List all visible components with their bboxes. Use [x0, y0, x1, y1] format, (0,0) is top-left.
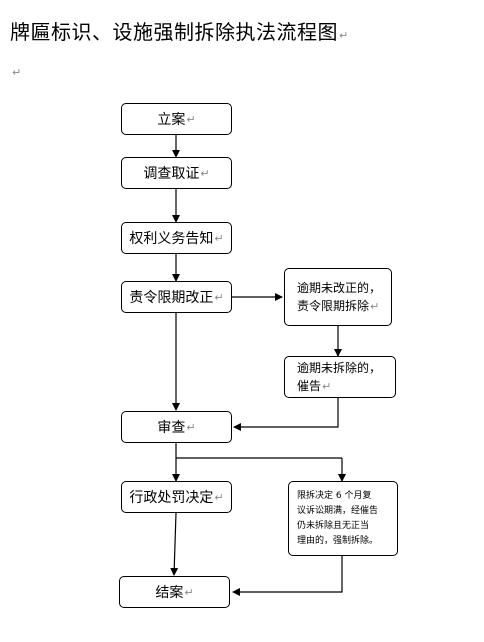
- node-rights-notice: 权利义务告知↵: [121, 222, 232, 254]
- paragraph-mark: ↵: [12, 66, 22, 79]
- arrow-penalty-to-close: [170, 512, 179, 576]
- arrow-undemolished-to-review: [233, 398, 339, 431]
- node-close-case: 结案↵: [119, 576, 230, 608]
- node-review: 审查↵: [121, 411, 232, 443]
- page-title: 牌匾标识、设施强制拆除执法流程图↵: [10, 20, 349, 44]
- node-overdue-undemolished: 逾期未拆除的， 催告↵: [284, 356, 396, 398]
- node-investigation: 调查取证↵: [121, 157, 232, 189]
- node-order-correction: 责令限期改正↵: [121, 281, 232, 313]
- node-forced-demolition: 限拆决定 6 个月复 议诉讼期满，经催告 仍未拆除且无正当 理由的，强制拆除。: [288, 481, 398, 556]
- node-admin-penalty: 行政处罚决定↵: [121, 481, 232, 513]
- arrow-forced-to-close: [232, 556, 343, 596]
- node-filing: 立案↵: [121, 103, 232, 135]
- node-overdue-uncorrected: 逾期未改正的， 责令限期拆除↵: [284, 268, 392, 326]
